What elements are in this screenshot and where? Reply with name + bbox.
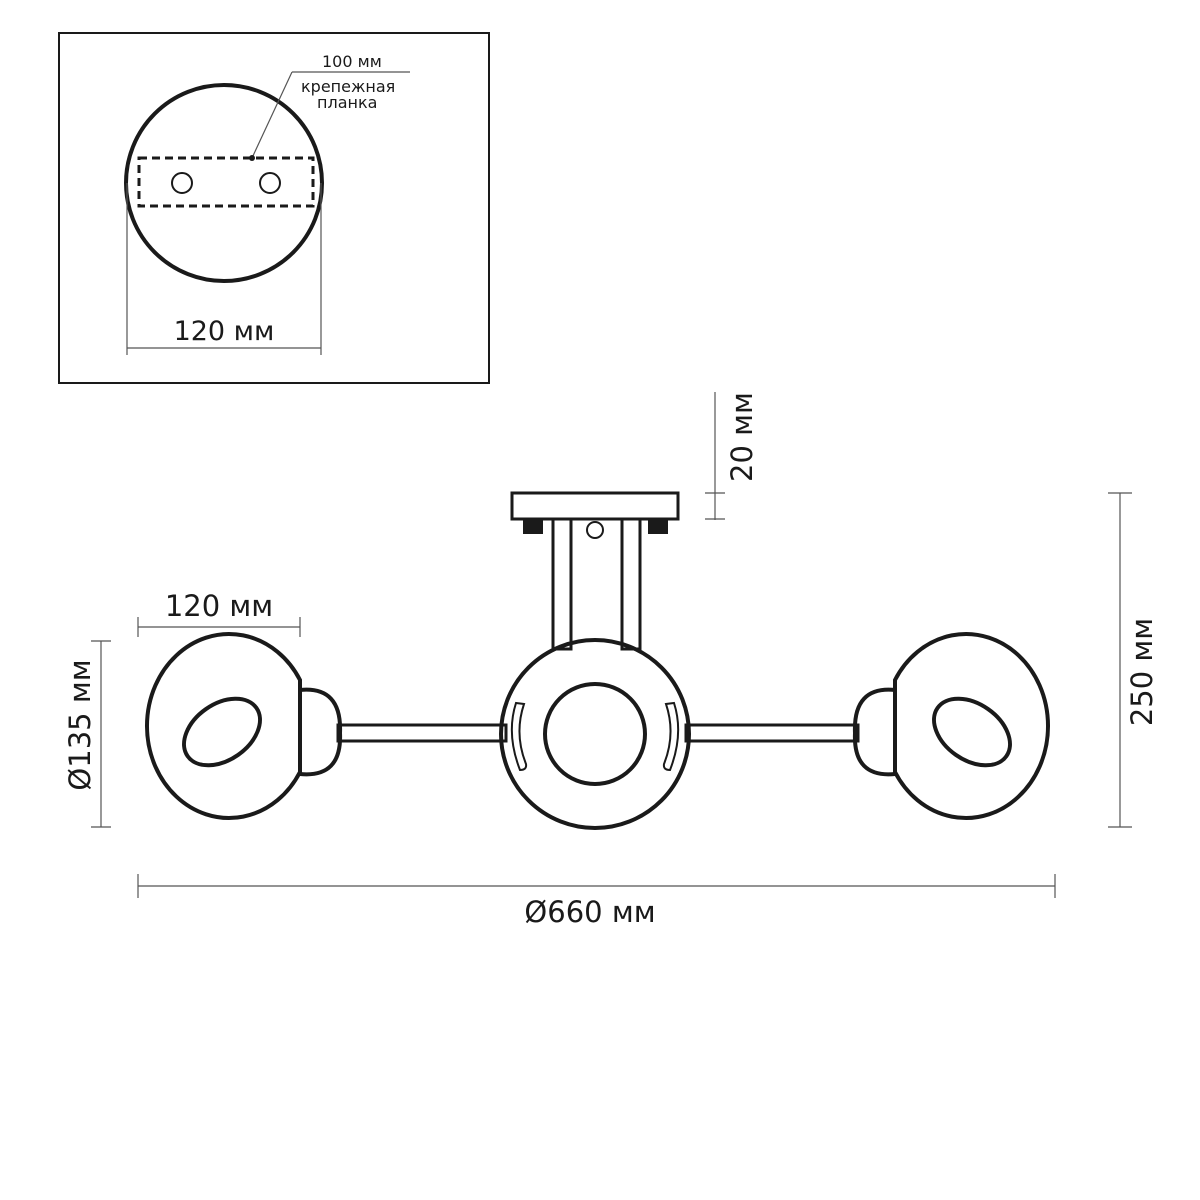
right-shade-opening: [932, 696, 1012, 768]
canopy-height-label: 20 мм: [725, 392, 759, 482]
inset-frame: [58, 32, 490, 384]
center-shade-opening: [543, 682, 647, 786]
callout-dot: [249, 155, 255, 161]
center-slot-right: [662, 701, 680, 772]
center-shade-globe: [499, 638, 691, 830]
mounting-hole-left: [171, 172, 193, 194]
shade-width-label: 120 мм: [165, 589, 273, 623]
dimensions: 20 мм 120 мм Ø135 мм 250 мм Ø660 мм: [63, 392, 1159, 929]
left-socket: [299, 687, 343, 777]
arm-left: [336, 723, 508, 743]
canopy-diameter-label: 120 мм: [174, 316, 275, 347]
left-shade-opening: [182, 696, 262, 768]
total-diameter-label: Ø660 мм: [524, 895, 655, 929]
ceiling-canopy: [510, 491, 680, 521]
right-socket: [852, 687, 896, 777]
center-slot-left: [510, 701, 528, 772]
callout-leader-line: [251, 71, 293, 159]
left-shade-globe: [145, 632, 302, 820]
left-shade: [145, 632, 343, 820]
shade-diameter-label: Ø135 мм: [63, 659, 97, 790]
canopy-top-view-inset: 100 мм крепежная планка 120 мм: [58, 32, 490, 384]
mounting-hole-right: [259, 172, 281, 194]
plate-callout-line1: крепежная: [301, 77, 395, 96]
canopy-circle: [124, 83, 324, 283]
stem-rod-right: [620, 517, 642, 651]
total-height-label: 250 мм: [1125, 618, 1159, 726]
right-shade: [852, 632, 1050, 820]
canopy-screw-right: [648, 520, 668, 534]
plate-callout-line2: планка: [317, 93, 377, 112]
canopy-screw-left: [523, 520, 543, 534]
stem-rod-left: [551, 517, 573, 651]
center-shade: [499, 638, 691, 830]
lamp-side-view: [145, 491, 1050, 830]
plate-width-label: 100 мм: [322, 52, 382, 71]
right-shade-globe: [893, 632, 1050, 820]
canopy-center-screw: [586, 521, 604, 539]
arm-right: [684, 723, 860, 743]
mounting-plate-dashed: [137, 156, 315, 208]
